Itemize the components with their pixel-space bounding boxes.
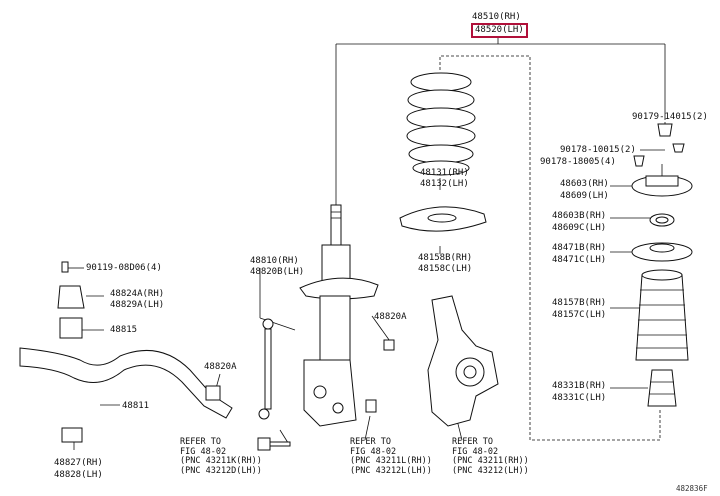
stabilizer-link — [257, 318, 291, 451]
figure-id: 482836F — [676, 484, 708, 493]
part-number-48609[interactable]: 48609(LH) — [560, 191, 609, 201]
part-number-48815[interactable]: 48815 — [110, 325, 138, 335]
nuts — [365, 339, 395, 413]
part-number-48158b[interactable]: 48158B(RH) — [418, 253, 473, 263]
part-number-48820a-right[interactable]: 48820A — [374, 312, 407, 322]
part-number-48131[interactable]: 48131(RH) — [420, 168, 469, 178]
strut-assembly — [299, 204, 379, 427]
stabilizer-bushing-bracket — [57, 261, 85, 443]
part-number-48157c[interactable]: 48157C(LH) — [552, 310, 607, 320]
coil-spring — [406, 72, 476, 176]
part-number-48824a[interactable]: 48824A(RH) — [110, 289, 165, 299]
refer-line-2: FIG 48-02 — [350, 446, 397, 457]
part-number-90178-18005[interactable]: 90178-18005(4) — [540, 157, 616, 167]
part-number-90179[interactable]: 90179-14015(2) — [632, 112, 708, 122]
refer-line-4: (PNC 43212D(LH)) — [180, 465, 262, 476]
part-number-48157b[interactable]: 48157B(RH) — [552, 298, 607, 308]
part-number-48609c[interactable]: 48609C(LH) — [552, 223, 607, 233]
leader-lines — [68, 36, 666, 450]
upper-mount-parts — [631, 123, 693, 262]
part-number-48827[interactable]: 48827(RH) — [54, 458, 103, 468]
refer-line-3: (PNC 43211(RH)) — [452, 456, 529, 466]
part-number-90178-10015[interactable]: 90178-10015(2) — [560, 145, 636, 155]
spring-insulator — [399, 206, 487, 232]
refer-line-2: FIG 48-02 — [180, 446, 227, 457]
refer-line-1: REFER TO — [452, 437, 493, 447]
part-number-48331c[interactable]: 48331C(LH) — [552, 393, 607, 403]
refer-line-3: (PNC 43211K(RH)) — [180, 456, 262, 466]
bump-stopper — [647, 369, 677, 407]
part-number-48510[interactable]: 48510(RH) — [472, 12, 521, 22]
part-number-48603b[interactable]: 48603B(RH) — [552, 211, 607, 221]
part-number-48132[interactable]: 48132(LH) — [420, 179, 469, 189]
part-number-48331b[interactable]: 48331B(RH) — [552, 381, 607, 391]
refer-to-note-strut[interactable]: REFER TO FIG 48-02 (PNC 43211L(RH)) (PNC… — [350, 437, 432, 476]
part-number-90119[interactable]: 90119-08D06(4) — [86, 263, 162, 273]
part-number-48811[interactable]: 48811 — [122, 401, 150, 411]
refer-line-4: (PNC 43212L(LH)) — [350, 465, 432, 476]
part-number-48820b[interactable]: 48820B(LH) — [250, 267, 305, 277]
part-number-48603[interactable]: 48603(RH) — [560, 179, 609, 189]
refer-to-note-stabilizer[interactable]: REFER TO FIG 48-02 (PNC 43211K(RH)) (PNC… — [180, 437, 262, 476]
part-number-48829a[interactable]: 48829A(LH) — [110, 300, 165, 310]
part-number-48820a-left[interactable]: 48820A — [204, 362, 237, 372]
part-number-48810[interactable]: 48810(RH) — [250, 256, 299, 266]
refer-line-1: REFER TO — [180, 437, 221, 447]
refer-to-note-knuckle[interactable]: REFER TO FIG 48-02 (PNC 43211(RH)) (PNC … — [452, 437, 529, 476]
part-number-48158c[interactable]: 48158C(LH) — [418, 264, 473, 274]
stabilizer-bar — [19, 347, 233, 419]
refer-line-3: (PNC 43211L(RH)) — [350, 456, 432, 466]
part-number-48471b[interactable]: 48471B(RH) — [552, 243, 607, 253]
refer-line-4: (PNC 43212(LH)) — [452, 465, 529, 476]
dust-boot — [635, 269, 689, 361]
part-number-48520-highlighted[interactable]: 48520(LH) — [471, 23, 528, 38]
refer-line-2: FIG 48-02 — [452, 446, 499, 457]
part-number-48828[interactable]: 48828(LH) — [54, 470, 103, 480]
refer-line-1: REFER TO — [350, 437, 391, 447]
steering-knuckle — [427, 295, 499, 427]
part-number-48471c[interactable]: 48471C(LH) — [552, 255, 607, 265]
